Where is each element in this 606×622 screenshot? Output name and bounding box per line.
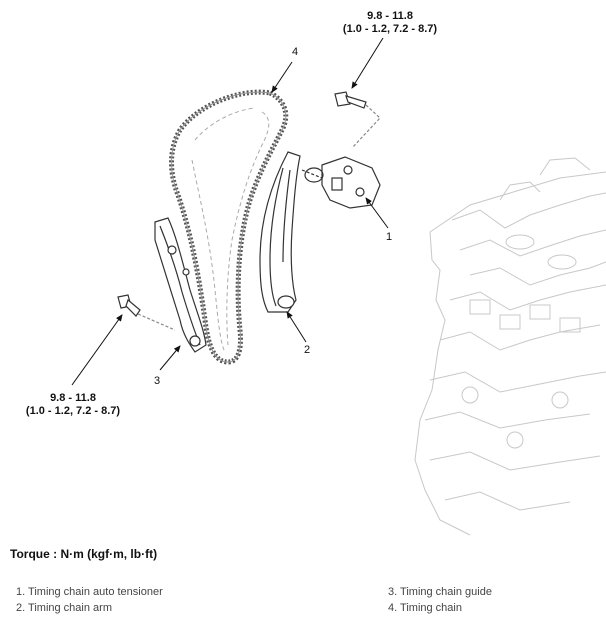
callout-number-2: 2: [304, 344, 311, 356]
left-torque-sub: (1.0 - 1.2, 7.2 - 8.7): [25, 405, 121, 417]
guide-bolt: [117, 294, 176, 331]
legend-item-1: 1. Timing chain auto tensioner: [16, 586, 163, 598]
callout-number-1: 1: [386, 231, 393, 243]
tensioner-bolt: [334, 91, 381, 149]
timing-chain-guide: [154, 217, 207, 353]
timing-chain-diagram: [71, 37, 606, 536]
left-torque-value: 9.8 - 11.8: [50, 392, 96, 404]
engine-block: [414, 157, 606, 536]
top-torque-callout: 9.8 - 11.8 (1.0 - 1.2, 7.2 - 8.7): [330, 10, 450, 36]
leader-left-torque: [71, 314, 123, 386]
callout-number-4: 4: [292, 46, 299, 58]
torque-units-title: Torque : N·m (kgf·m, lb·ft): [10, 547, 158, 561]
legend-item-3: 3. Timing chain guide: [388, 586, 492, 598]
callout-number-3: 3: [154, 375, 161, 387]
timing-chain-arm: [259, 151, 301, 313]
leader-4: [271, 61, 293, 93]
leader-1: [365, 197, 389, 229]
legend-item-2: 2. Timing chain arm: [16, 602, 112, 614]
leader-top-torque: [351, 37, 384, 89]
top-torque-sub: (1.0 - 1.2, 7.2 - 8.7): [342, 23, 438, 35]
timing-chain: [169, 89, 289, 365]
leader-3: [159, 345, 181, 371]
top-torque-value: 9.8 - 11.8: [367, 10, 413, 22]
left-torque-callout: 9.8 - 11.8 (1.0 - 1.2, 7.2 - 8.7): [8, 392, 138, 418]
leader-2: [286, 311, 307, 343]
timing-chain-auto-tensioner: [301, 156, 381, 209]
legend-item-4: 4. Timing chain: [388, 602, 462, 614]
